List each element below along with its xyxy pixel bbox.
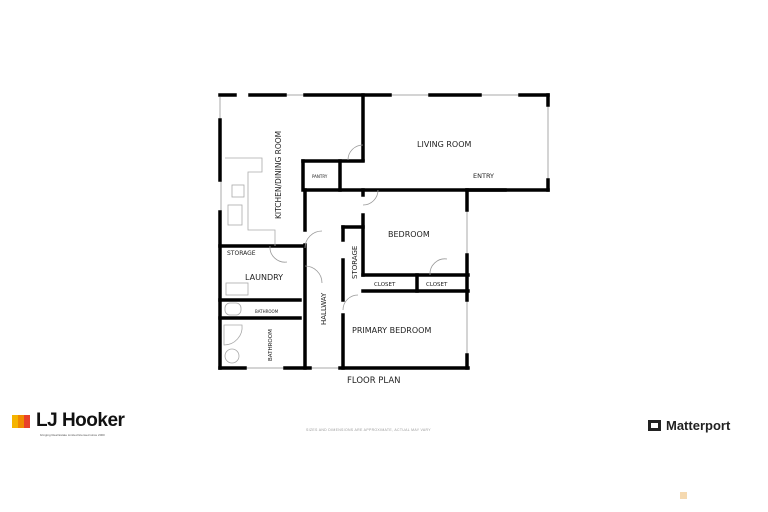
room-label-bedroom: BEDROOM — [388, 230, 430, 239]
room-label-bathroom: BATHROOM — [268, 329, 274, 361]
agency-tagline: bringing Real Estate Limited licensed si… — [40, 433, 105, 437]
provider-name: Matterport — [666, 418, 731, 433]
room-label-kitchen: KITCHEN/DINING ROOM — [274, 131, 283, 219]
room-label-storage-laundry: STORAGE — [227, 250, 256, 257]
door-swings — [269, 144, 448, 311]
room-label-primary-bedroom: PRIMARY BEDROOM — [352, 326, 431, 335]
room-label-bathroom-small: BATHROOM — [255, 309, 279, 314]
floor-plan-title: FLOOR PLAN — [347, 376, 401, 386]
walls — [218, 93, 550, 370]
disclaimer: SIZES AND DIMENSIONS ARE APPROXIMATE, AC… — [306, 428, 431, 432]
logo-mark-icon — [12, 414, 18, 428]
room-label-storage-hall: STORAGE — [351, 246, 359, 279]
matterport-logo: Matterport — [648, 418, 730, 433]
fixtures — [223, 157, 276, 364]
matterport-icon — [648, 420, 661, 431]
room-label-laundry: LAUNDRY — [245, 273, 283, 282]
room-label-closet-2: CLOSET — [426, 282, 448, 288]
decorative-square — [680, 492, 687, 499]
room-label-entry: ENTRY — [473, 172, 494, 180]
agency-name: LJ Hooker — [36, 410, 125, 431]
room-label-living: LIVING ROOM — [417, 140, 472, 149]
agency-logo: LJ Hooker bringing Real Estate Limited l… — [12, 410, 125, 437]
room-label-hallway: HALLWAY — [320, 292, 328, 325]
room-label-pantry: PANTRY — [312, 174, 328, 179]
room-label-closet-1: CLOSET — [374, 282, 396, 288]
